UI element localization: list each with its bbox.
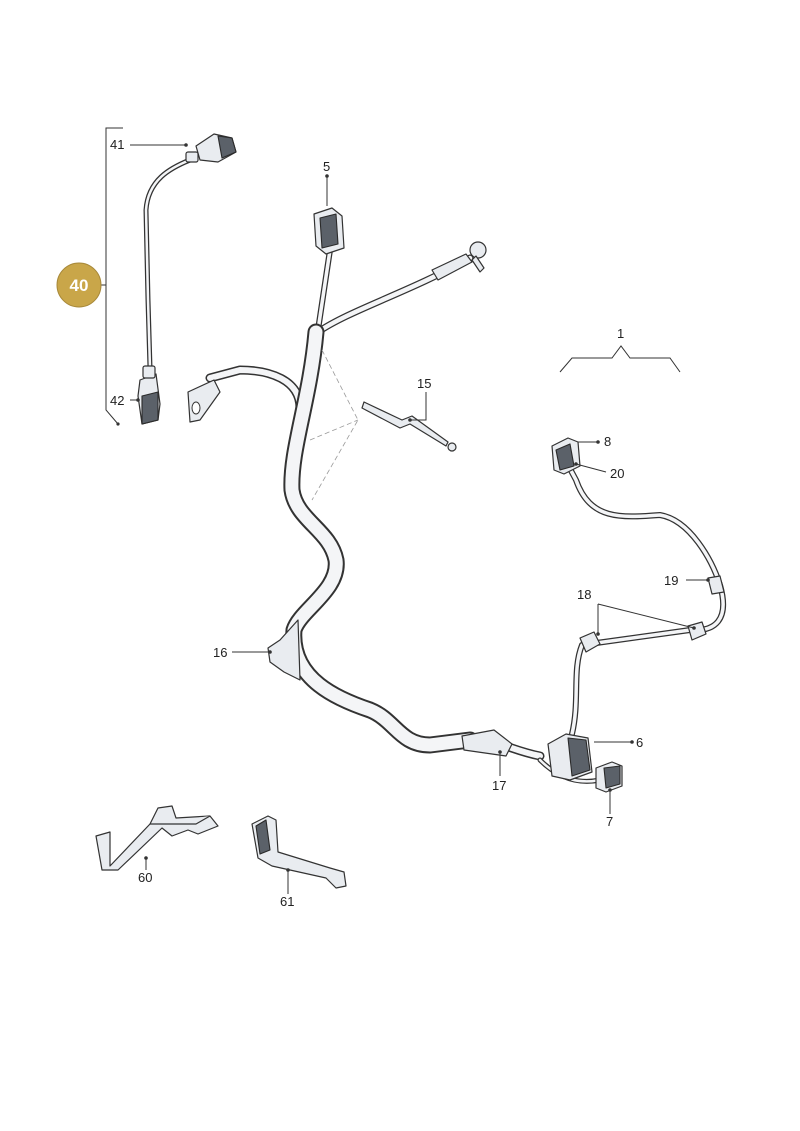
group-bracket bbox=[100, 127, 123, 426]
sleeve-19[interactable] bbox=[707, 575, 725, 595]
callout-61[interactable]: 61 bbox=[280, 894, 294, 909]
bolt-terminal[interactable] bbox=[431, 241, 487, 281]
main-wiring-harness[interactable] bbox=[205, 247, 727, 784]
badge-circle bbox=[56, 262, 102, 308]
bracket-61[interactable] bbox=[251, 815, 347, 889]
callout-7[interactable]: 7 bbox=[606, 814, 613, 829]
callout-18[interactable]: 18 bbox=[577, 587, 591, 602]
callout-20[interactable]: 20 bbox=[610, 466, 624, 481]
badge-label: 40 bbox=[70, 276, 89, 295]
callout-1[interactable]: 1 bbox=[617, 326, 624, 341]
connector-6[interactable] bbox=[547, 733, 593, 781]
callout-15[interactable]: 15 bbox=[417, 376, 431, 391]
callout-60[interactable]: 60 bbox=[138, 870, 152, 885]
callout-8[interactable]: 8 bbox=[604, 434, 611, 449]
bracket-60[interactable] bbox=[95, 805, 219, 871]
connector-8[interactable] bbox=[551, 437, 581, 475]
badge-40[interactable]: 40 bbox=[56, 262, 102, 308]
callout-labels: 41 42 5 15 1 8 20 19 18 16 6 17 7 60 61 bbox=[110, 137, 678, 909]
connector-5[interactable] bbox=[313, 207, 345, 255]
cable-tie-15[interactable] bbox=[361, 401, 457, 452]
callout-19[interactable]: 19 bbox=[664, 573, 678, 588]
callout-42[interactable]: 42 bbox=[110, 393, 124, 408]
callout-17[interactable]: 17 bbox=[492, 778, 506, 793]
ground-eyelet[interactable] bbox=[187, 379, 221, 423]
clip-18-right[interactable] bbox=[687, 621, 707, 641]
callout-41[interactable]: 41 bbox=[110, 137, 124, 152]
connector-42[interactable] bbox=[137, 365, 161, 425]
grommet-17[interactable] bbox=[461, 729, 513, 757]
callout-16[interactable]: 16 bbox=[213, 645, 227, 660]
sensor-cable-assembly[interactable] bbox=[137, 133, 237, 425]
callout-5[interactable]: 5 bbox=[323, 159, 330, 174]
callout-leaders bbox=[130, 143, 710, 894]
group-brace-1 bbox=[559, 345, 681, 373]
callout-6[interactable]: 6 bbox=[636, 735, 643, 750]
clip-18-left[interactable] bbox=[579, 631, 601, 653]
assembly-guides bbox=[309, 349, 359, 501]
connector-7[interactable] bbox=[595, 761, 623, 793]
bracket-16[interactable] bbox=[267, 619, 301, 681]
connector-41[interactable] bbox=[185, 133, 237, 163]
